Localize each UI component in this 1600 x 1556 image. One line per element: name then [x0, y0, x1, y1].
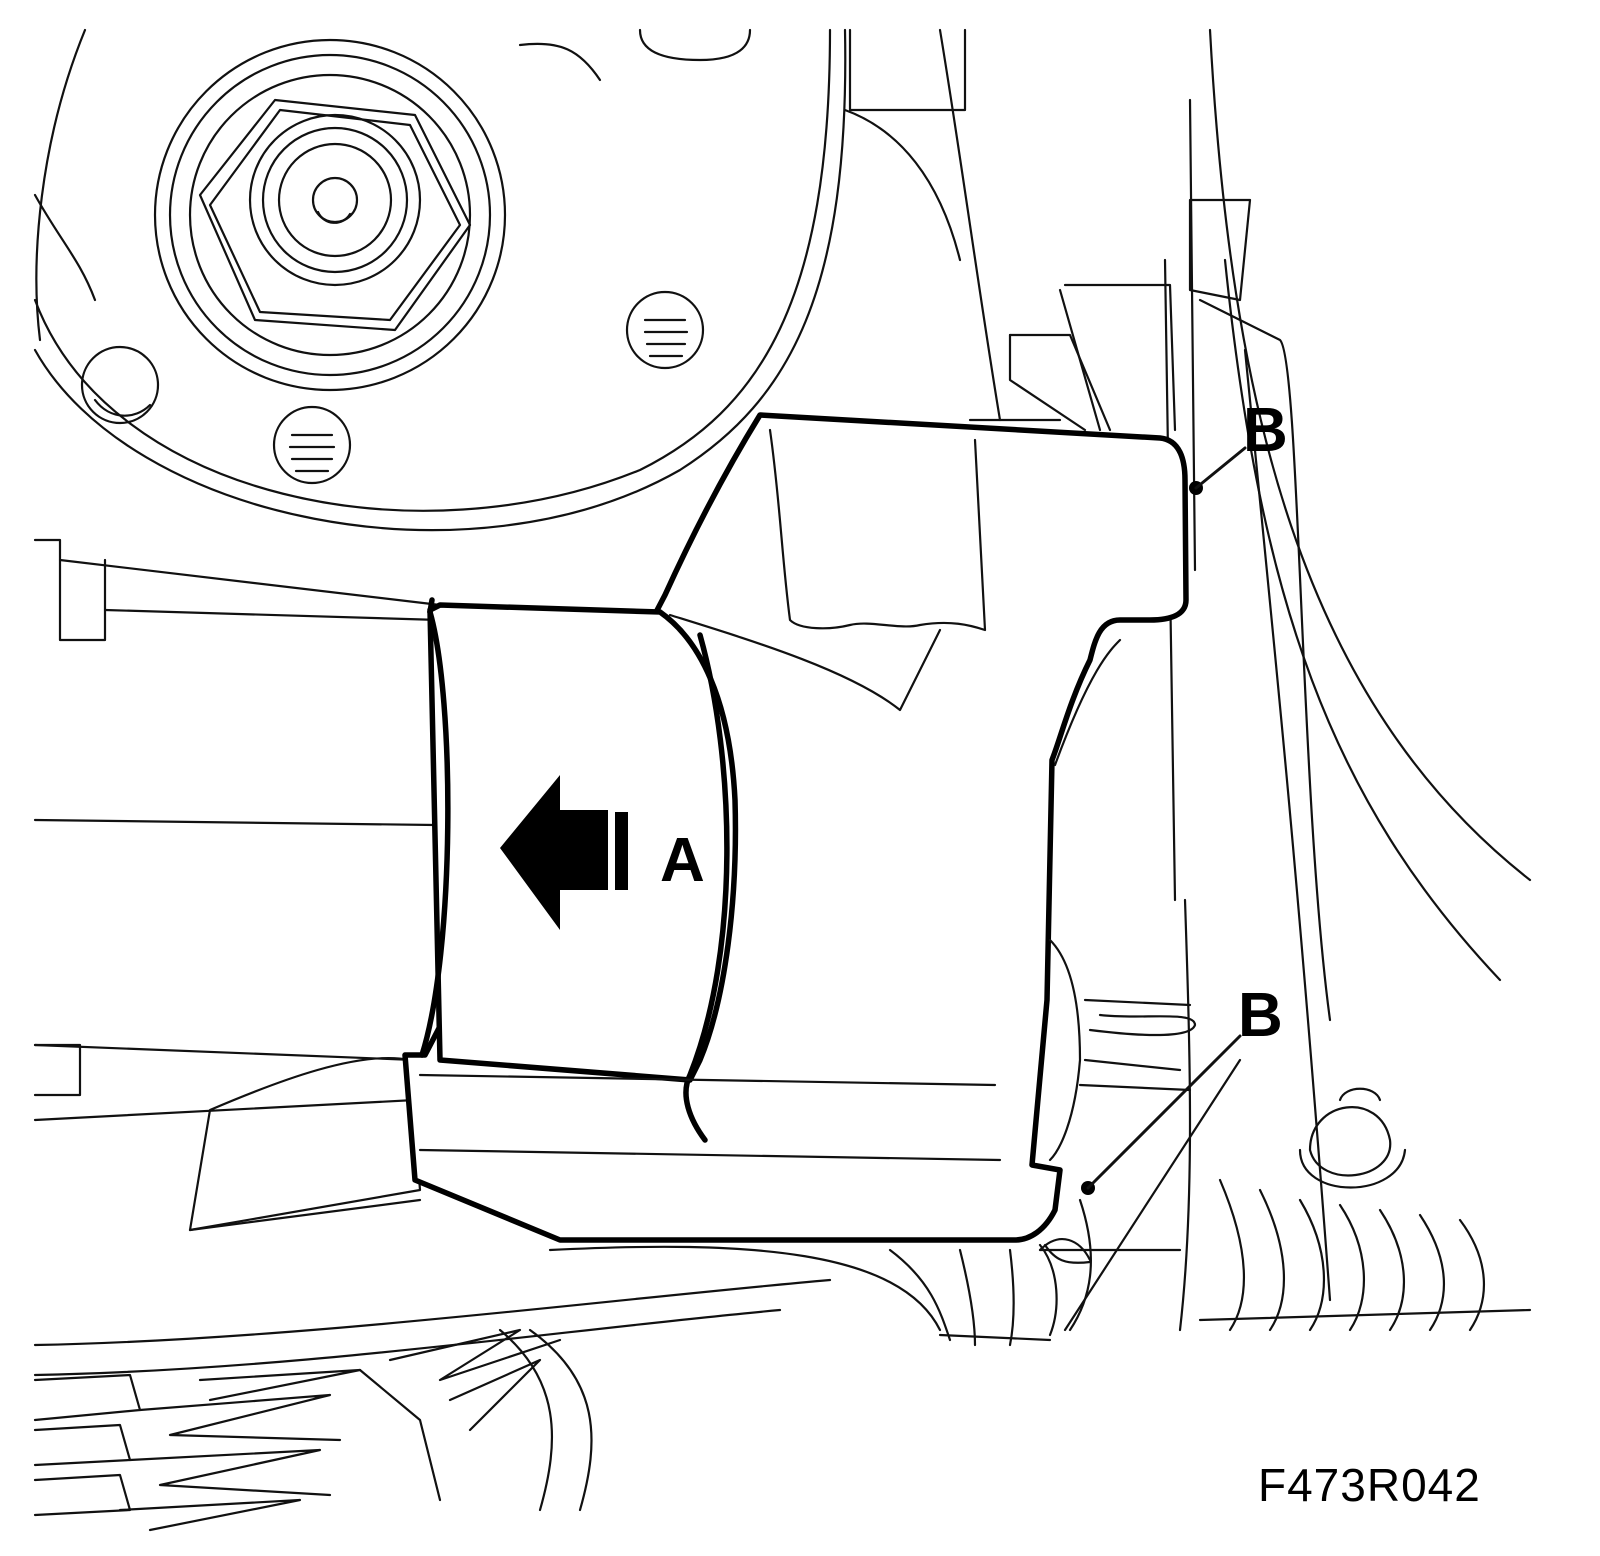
lower-housing — [548, 1238, 1182, 1347]
engine-housing — [843, 28, 1532, 1332]
callout-label-b-upper: B — [1243, 396, 1288, 465]
pulley-assembly — [33, 28, 847, 532]
callout-label-b-lower: B — [1238, 981, 1283, 1050]
ribbed-belt — [33, 1328, 593, 1532]
direction-arrow-icon — [500, 775, 628, 930]
special-tool — [402, 412, 1189, 1264]
callout-leaders — [1081, 446, 1247, 1195]
figure-code: F473R042 — [1258, 1459, 1481, 1511]
callout-label-a: A — [660, 826, 705, 895]
